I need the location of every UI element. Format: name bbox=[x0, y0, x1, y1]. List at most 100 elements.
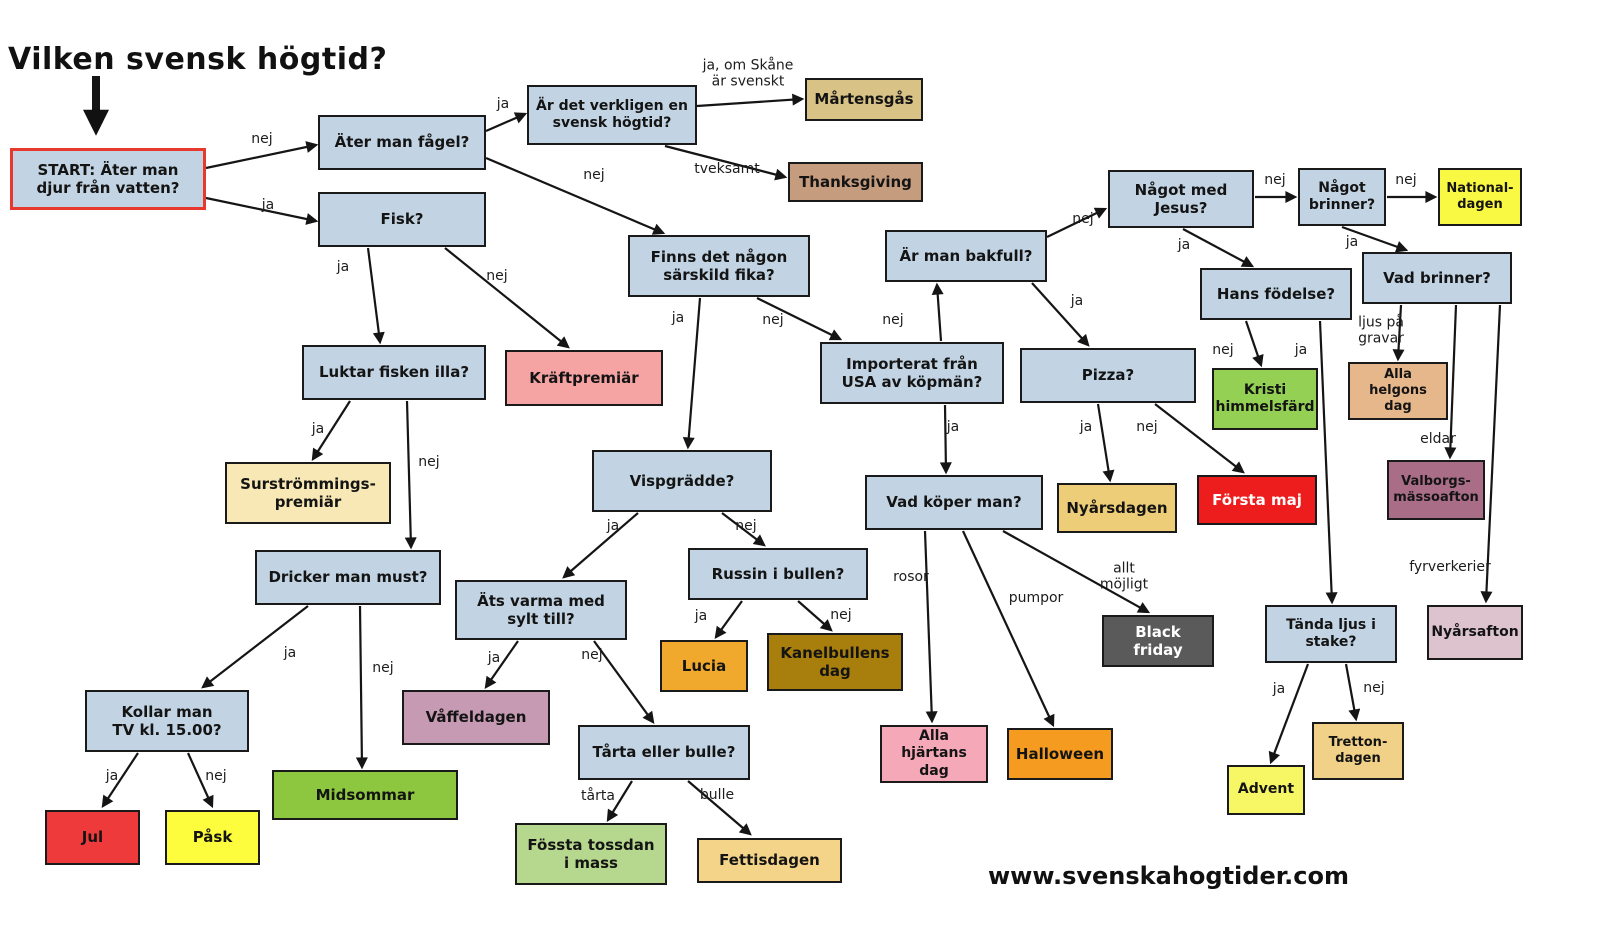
flow-arrow-luktar-fisken-surstrommingspremiar bbox=[311, 400, 351, 462]
flow-arrow-tanda-ljus-i-stake-advent bbox=[1268, 663, 1310, 765]
node-sarskild-fika: Finns det någon särskild fika? bbox=[628, 235, 810, 297]
edge-label-vad-brinner-alla-helgons-dag: ljus på gravar bbox=[1358, 314, 1404, 346]
flow-arrow-ats-varma-med-sylt-tarta-eller-bulle bbox=[593, 640, 655, 724]
edge-label-kollar-man-tv-jul: ja bbox=[105, 768, 119, 785]
node-vad-brinner: Vad brinner? bbox=[1362, 252, 1512, 304]
edge-label-dricker-man-must-kollar-man-tv: ja bbox=[283, 645, 297, 662]
node-kanelbullens-dag: Kanelbullens dag bbox=[767, 633, 903, 691]
node-vaffeldagen: Våffeldagen bbox=[402, 690, 550, 745]
node-verkligen-svensk: Är det verkligen en svensk högtid? bbox=[527, 85, 697, 145]
node-kraftpremiar: Kräftpremiär bbox=[505, 350, 663, 406]
node-ats-varma-med-sylt: Äts varma med sylt till? bbox=[455, 580, 627, 640]
edge-label-vad-brinner-nyarsafton: fyrverkerier bbox=[1409, 559, 1491, 576]
edge-label-vad-koper-man-halloween: pumpor bbox=[1008, 590, 1064, 607]
node-lucia: Lucia bbox=[660, 640, 748, 692]
edge-label-fisk-kraftpremiar: nej bbox=[486, 268, 508, 285]
node-alla-hjartans-dag: Alla hjärtans dag bbox=[880, 725, 988, 783]
edge-label-hans-fodelse-kristi-himmelsfard: nej bbox=[1212, 342, 1234, 359]
edge-label-nagot-brinner-vad-brinner: ja bbox=[1345, 234, 1359, 251]
flow-arrow-vad-brinner-valborgsmassoafton bbox=[1444, 304, 1458, 460]
node-luktar-fisken: Luktar fisken illa? bbox=[302, 345, 486, 400]
edge-label-fisk-luktar-fisken: ja bbox=[336, 259, 350, 276]
node-fettisdagen: Fettisdagen bbox=[697, 838, 842, 883]
node-dricker-man-must: Dricker man must? bbox=[255, 550, 441, 605]
node-start: START: Äter man djur från vatten? bbox=[10, 148, 206, 210]
flow-arrow-tanda-ljus-i-stake-trettondagen bbox=[1344, 663, 1361, 722]
edge-label-vispgradde-ats-varma-med-sylt: ja bbox=[606, 518, 620, 535]
node-nagot-med-jesus: Något med Jesus? bbox=[1108, 170, 1254, 228]
edge-label-vad-koper-man-black-friday: allt möjligt bbox=[1099, 560, 1149, 592]
flow-arrow-nagot-med-jesus-hans-fodelse bbox=[1182, 228, 1255, 268]
node-alla-helgons-dag: Alla helgons dag bbox=[1348, 362, 1448, 420]
edge-label-ats-varma-med-sylt-tarta-eller-bulle: nej bbox=[581, 647, 603, 664]
edge-label-hans-fodelse-tanda-ljus-i-stake: ja bbox=[1294, 342, 1308, 359]
edge-label-ater-man-fagel-sarskild-fika: nej bbox=[583, 167, 605, 184]
flow-arrow-vad-brinner-nyarsafton bbox=[1480, 304, 1502, 604]
flow-arrow-start-ater-man-fagel bbox=[205, 141, 319, 170]
flow-arrow-hans-fodelse-tanda-ljus-i-stake bbox=[1318, 320, 1338, 605]
edge-label-nagot-brinner-nationaldagen: nej bbox=[1395, 172, 1417, 189]
node-advent: Advent bbox=[1227, 765, 1305, 815]
flow-arrow-verkligen-svensk-thanksgiving bbox=[664, 144, 788, 181]
node-kollar-man-tv: Kollar man TV kl. 15.00? bbox=[85, 690, 249, 752]
node-midsommar: Midsommar bbox=[272, 770, 458, 820]
edge-label-kollar-man-tv-pask: nej bbox=[205, 768, 227, 785]
node-nyarsdagen: Nyårsdagen bbox=[1057, 483, 1177, 533]
node-martensgas: Mårtensgås bbox=[805, 78, 923, 121]
edge-label-tanda-ljus-i-stake-advent: ja bbox=[1272, 681, 1286, 698]
flow-arrow-vad-koper-man-alla-hjartans-dag bbox=[923, 530, 938, 724]
flow-arrow-importerat-usa-ar-man-bakfull bbox=[931, 282, 944, 342]
flow-arrow-importerat-usa-vad-koper-man bbox=[939, 404, 952, 475]
flow-arrow-verkligen-svensk-martensgas bbox=[696, 93, 805, 108]
node-black-friday: Black friday bbox=[1102, 615, 1214, 667]
node-pizza: Pizza? bbox=[1020, 348, 1196, 403]
edge-label-start-ater-man-fagel: nej bbox=[251, 131, 273, 148]
footer-url: www.svenskahogtider.com bbox=[988, 862, 1349, 890]
flow-arrow-dricker-man-must-kollar-man-tv bbox=[201, 605, 309, 689]
flow-arrow-sarskild-fika-vispgradde bbox=[682, 297, 702, 450]
flow-arrow-luktar-fisken-dricker-man-must bbox=[404, 400, 417, 550]
flow-arrow-ater-man-fagel-sarskild-fika bbox=[485, 156, 666, 235]
flow-arrow-vad-brinner-alla-helgons-dag bbox=[1392, 304, 1405, 362]
edge-label-vispgradde-russin-i-bullen: nej bbox=[735, 518, 757, 535]
flow-arrow-vad-koper-man-black-friday bbox=[1002, 530, 1151, 614]
node-nationaldagen: National- dagen bbox=[1438, 168, 1522, 226]
edge-label-luktar-fisken-surstrommingspremiar: ja bbox=[311, 421, 325, 438]
node-ater-man-fagel: Äter man fågel? bbox=[318, 115, 486, 170]
edge-label-tarta-eller-bulle-fossta-tossdan: tårta bbox=[581, 788, 615, 805]
node-vad-koper-man: Vad köper man? bbox=[865, 475, 1043, 530]
node-tanda-ljus-i-stake: Tända ljus i stake? bbox=[1265, 605, 1397, 663]
edge-label-dricker-man-must-midsommar: nej bbox=[372, 660, 394, 677]
node-vispgradde: Vispgrädde? bbox=[592, 450, 772, 512]
flow-arrow-kollar-man-tv-pask bbox=[186, 752, 214, 809]
flow-arrow-pizza-nyarsdagen bbox=[1096, 403, 1115, 483]
node-halloween: Halloween bbox=[1007, 728, 1113, 780]
edge-label-verkligen-svensk-martensgas: ja, om Skåne är svenskt bbox=[702, 57, 794, 89]
node-fossta-tossdan: Fössta tossdan i mass bbox=[515, 823, 667, 885]
flow-arrow-russin-i-bullen-lucia bbox=[714, 600, 743, 639]
edge-label-ater-man-fagel-verkligen-svensk: ja bbox=[496, 96, 510, 113]
edge-label-russin-i-bullen-lucia: ja bbox=[694, 608, 708, 625]
edge-label-russin-i-bullen-kanelbullens-dag: nej bbox=[830, 607, 852, 624]
flow-arrow-nagot-brinner-vad-brinner bbox=[1341, 225, 1409, 253]
flow-arrow-fisk-luktar-fisken bbox=[366, 247, 385, 345]
flow-arrow-kollar-man-tv-jul bbox=[101, 752, 139, 809]
node-importerat-usa: Importerat från USA av köpmän? bbox=[820, 342, 1004, 404]
flow-arrow-sarskild-fika-importerat-usa bbox=[756, 297, 843, 341]
flow-arrow-pizza-forsta-maj bbox=[1154, 403, 1245, 474]
node-tarta-eller-bulle: Tårta eller bulle? bbox=[578, 725, 750, 780]
edge-label-sarskild-fika-importerat-usa: nej bbox=[762, 312, 784, 329]
flow-arrow-hans-fodelse-kristi-himmelsfard bbox=[1244, 320, 1264, 368]
page-title: Vilken svensk högtid? bbox=[8, 42, 388, 77]
node-nyarsafton: Nyårsafton bbox=[1427, 605, 1523, 660]
flow-arrow-ar-man-bakfull-pizza bbox=[1031, 282, 1090, 347]
edge-label-pizza-forsta-maj: nej bbox=[1136, 419, 1158, 436]
flow-arrow-ats-varma-med-sylt-vaffeldagen bbox=[484, 640, 519, 689]
flow-arrow-start-fisk bbox=[205, 196, 319, 225]
node-ar-man-bakfull: Är man bakfull? bbox=[885, 230, 1047, 282]
edge-label-luktar-fisken-dricker-man-must: nej bbox=[418, 454, 440, 471]
edge-label-ats-varma-med-sylt-vaffeldagen: ja bbox=[487, 650, 501, 667]
node-forsta-maj: Första maj bbox=[1197, 475, 1317, 525]
node-hans-fodelse: Hans födelse? bbox=[1200, 268, 1352, 320]
